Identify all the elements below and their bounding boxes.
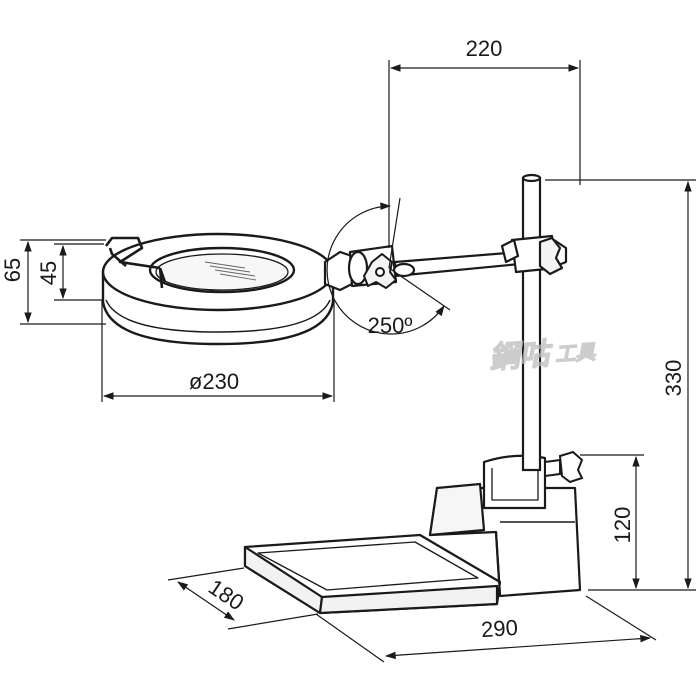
dim-arm-reach bbox=[388, 60, 581, 248]
dim-base-width-label: 180 bbox=[204, 574, 248, 615]
dim-base-height-label: 120 bbox=[610, 507, 635, 544]
watermark-sub: 工具 bbox=[555, 342, 597, 367]
lens-guard-wire bbox=[104, 236, 167, 289]
dim-base-height bbox=[580, 454, 644, 590]
dim-total-height-label: 330 bbox=[661, 360, 686, 397]
dim-rotation-angle-label: 250º bbox=[368, 313, 413, 338]
dim-lens-diameter-label: ø230 bbox=[189, 369, 239, 394]
dim-lens-diameter bbox=[101, 300, 335, 402]
lamp-base bbox=[243, 454, 582, 615]
dim-head-height-inner bbox=[54, 243, 104, 301]
dim-total-height bbox=[545, 179, 696, 591]
dim-base-length bbox=[315, 595, 657, 663]
dim-head-height-outer-label: 65 bbox=[0, 258, 25, 282]
dim-head-height-inner-label: 45 bbox=[36, 261, 61, 285]
watermark-main: 鋼咕 bbox=[488, 338, 555, 375]
dim-arm-reach-label: 220 bbox=[466, 36, 503, 61]
lamp-head bbox=[101, 232, 335, 346]
dimension-annotations: 220 330 120 ø230 65 bbox=[0, 36, 696, 663]
base-lock-knob-icon bbox=[544, 450, 584, 484]
dim-base-width bbox=[167, 567, 319, 630]
dim-head-height-outer bbox=[20, 239, 106, 325]
dim-rotation-angle bbox=[326, 197, 451, 335]
arm-clamp bbox=[500, 234, 568, 276]
watermark: 鋼咕 工具 bbox=[488, 337, 598, 376]
vertical-post bbox=[521, 173, 542, 472]
dim-base-length-label: 290 bbox=[480, 615, 518, 643]
